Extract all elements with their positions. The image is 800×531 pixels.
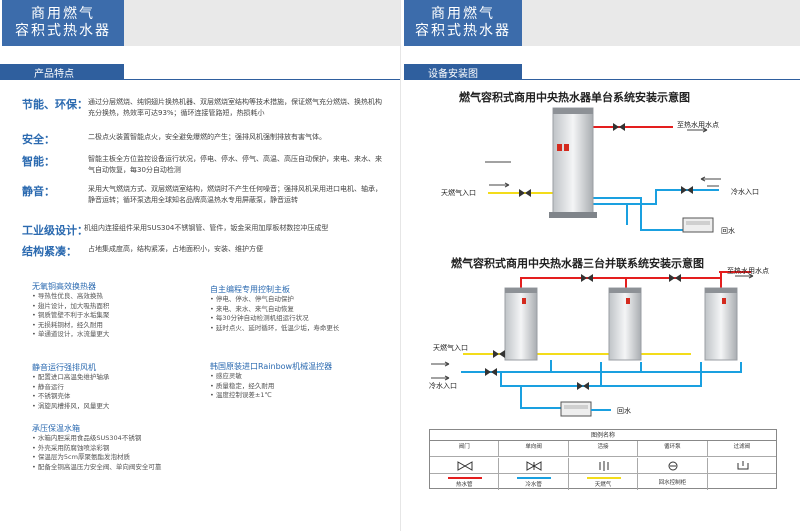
feature-desc: 采用大气燃烧方式、双层燃烧室结构，燃烧时不产生任何噪音；强排风机采用进口电机、轴… xyxy=(88,185,382,204)
component-item: 外壳采用防腐蚀喷涂彩钢 xyxy=(32,444,252,454)
component-item: 延时点火、延时循环，低温少垢，寿命更长 xyxy=(210,324,385,334)
title-line-1: 商用燃气 xyxy=(31,6,95,22)
legend-label-valve: 阀门 xyxy=(458,444,470,450)
component-item: 导热性优良、高效换热 xyxy=(32,292,207,302)
legend-label-control-cabinet: 回水控制柜 xyxy=(658,480,687,486)
component-item: 配置进口高温免维护轴承 xyxy=(32,373,207,383)
component-item: 翅片设计，加大吸热面积 xyxy=(32,302,207,312)
legend-label-hot-pipe: 热水管 xyxy=(455,482,473,488)
valve-icon xyxy=(457,461,473,471)
feature-key: 安全： xyxy=(22,133,55,146)
legend-table: 图例名称 阀门 单向阀 活接 循环泵 过滤阀 热水管 冷水管 天燃气 回水控制柜 xyxy=(429,429,777,490)
title-line-1: 商用燃气 xyxy=(431,6,495,22)
legend-label-union: 活接 xyxy=(597,444,609,450)
feature-desc: 通过分层燃烧、纯铜翅片换热机器、双层燃烧室结构等技术措施，保证燃气充分燃烧、换热… xyxy=(88,98,382,117)
diagram2-schematic xyxy=(431,271,754,417)
component-item: 不锈钢壳体 xyxy=(32,392,207,402)
component-item: 温度控制误差±1℃ xyxy=(210,391,385,401)
legend-row: 阀门 单向阀 活接 循环泵 过滤阀 xyxy=(430,441,776,457)
component-title: 自主编程专用控制主板 xyxy=(210,285,290,294)
section-divider xyxy=(124,79,400,80)
component-thermostat: 韩国原装进口Rainbow机械温控器 感应灵敏 质量稳定，经久耐用 温度控制误差… xyxy=(210,361,385,401)
feature-key: 智能： xyxy=(22,155,55,168)
section-title: 产品特点 xyxy=(34,69,74,80)
left-page: 商用燃气 容积式热水器 产品特点 节能、环保： 通过分层燃烧、纯铜翅片换热机器、… xyxy=(0,0,400,531)
label-return: 回水 xyxy=(721,227,735,235)
component-title: 承压保温水箱 xyxy=(32,424,80,433)
section-divider xyxy=(522,79,800,80)
legend-label-filter: 过滤阀 xyxy=(733,444,751,450)
feature-desc: 占地集成度高，结构紧凑，占地面积小，安装、维护方便 xyxy=(88,245,263,253)
label-hot-out: 至热水用水点 xyxy=(727,267,769,275)
component-water-tank: 承压保温水箱 水箱内胆采用食品级SUS304不锈钢 外壳采用防腐蚀喷涂彩钢 保温… xyxy=(32,423,252,472)
diagram1-title: 燃气容积式商用中央热水器单台系统安装示意图 xyxy=(459,91,690,104)
feature-key: 静音： xyxy=(22,185,55,198)
feature-key: 工业级设计： xyxy=(22,224,88,237)
label-gas-in: 天燃气入口 xyxy=(433,344,468,352)
feature-desc: 机组内连接组件采用SUS304不锈钢管、管件，钣金采用加厚板材数控冲压成型 xyxy=(84,224,329,232)
label-hot-out: 至热水用水点 xyxy=(677,121,719,129)
label-cold-in: 冷水入口 xyxy=(429,382,457,390)
title-line-2: 容积式热水器 xyxy=(415,23,511,39)
label-gas-in: 天燃气入口 xyxy=(441,189,476,197)
legend-label-gas: 天燃气 xyxy=(594,482,612,488)
feature-desc: 智能主板全方位监控设备运行状况，停电、停水、停气、高温、高压自动保护，来电、来水… xyxy=(88,155,382,174)
component-item: 感应灵敏 xyxy=(210,372,385,382)
component-item: 水箱内胆采用食品级SUS304不锈钢 xyxy=(32,434,252,444)
component-item: 铜质管壁不利于水垢集聚 xyxy=(32,311,207,321)
cold-pipe-swatch xyxy=(517,477,552,479)
label-cold-in: 冷水入口 xyxy=(731,188,759,196)
component-item: 单通道设计，水流量更大 xyxy=(32,330,207,340)
feature-desc: 二极点火装置智能点火，安全避免爆燃的产生；强排风机强制排放有害气体。 xyxy=(88,133,326,141)
legend-label-check-valve: 单向阀 xyxy=(525,444,542,450)
component-item: 静音运行 xyxy=(32,383,207,393)
component-control-board: 自主编程专用控制主板 停电、停水、停气自动保护 来电、来水、来气自动恢复 每30… xyxy=(210,284,385,333)
component-item: 每30分钟自动检测机组运行状况 xyxy=(210,314,385,324)
section-header: 设备安装图 xyxy=(404,64,522,80)
hot-pipe-swatch xyxy=(448,477,482,479)
component-item: 停电、停水、停气自动保护 xyxy=(210,295,385,305)
legend-pipe-row: 热水管 冷水管 天燃气 回水控制柜 xyxy=(430,474,776,490)
pump-icon xyxy=(668,461,678,471)
component-title: 静音运行强排风机 xyxy=(32,363,96,372)
legend-symbol-row xyxy=(430,458,776,474)
legend-title: 图例名称 xyxy=(430,430,776,441)
component-item: 来电、来水、来气自动恢复 xyxy=(210,305,385,315)
feature-key: 结构紧凑： xyxy=(22,245,77,258)
component-title: 韩国原装进口Rainbow机械温控器 xyxy=(210,362,333,371)
legend-label-cold-pipe: 冷水管 xyxy=(525,482,542,488)
diagram2-title: 燃气容积式商用中央热水器三台并联系统安装示意图 xyxy=(451,257,704,270)
union-icon xyxy=(599,461,609,471)
component-item: 质量稳定，经久耐用 xyxy=(210,382,385,392)
legend-label-pump: 循环泵 xyxy=(664,444,681,450)
title-line-2: 容积式热水器 xyxy=(15,23,111,39)
product-title: 商用燃气 容积式热水器 xyxy=(404,0,522,46)
section-title: 设备安装图 xyxy=(428,69,478,80)
component-heat-exchanger: 无氧铜高效换热器 导热性优良、高效换热 翅片设计，加大吸热面积 铜质管壁不利于水… xyxy=(32,281,207,340)
label-return: 回水 xyxy=(617,407,631,415)
diagram1-schematic xyxy=(485,107,721,233)
section-header: 产品特点 xyxy=(0,64,124,80)
component-item: 无损耗铜材，经久耐用 xyxy=(32,321,207,331)
check-valve-icon xyxy=(526,461,542,471)
component-title: 无氧铜高效换热器 xyxy=(32,282,96,291)
title-bar-background xyxy=(522,0,800,46)
filter-icon xyxy=(737,461,749,470)
component-item: 配备全铜高温压力安全阀、单向阀安全可靠 xyxy=(32,463,252,473)
right-page: 商用燃气 容积式热水器 设备安装图 燃气容积式商用中央热水器单台系统安装示意图 xyxy=(400,0,800,531)
component-exhaust-fan: 静音运行强排风机 配置进口高温免维护轴承 静音运行 不锈钢壳体 涡旋风槽排风，风… xyxy=(32,362,207,411)
title-bar-background xyxy=(124,0,400,46)
feature-key: 节能、环保： xyxy=(22,98,88,111)
product-title: 商用燃气 容积式热水器 xyxy=(2,0,124,46)
component-item: 保温层为5cm厚聚氨酯发泡材质 xyxy=(32,453,252,463)
component-item: 涡旋风槽排风，风量更大 xyxy=(32,402,207,412)
gas-pipe-swatch xyxy=(586,477,621,479)
